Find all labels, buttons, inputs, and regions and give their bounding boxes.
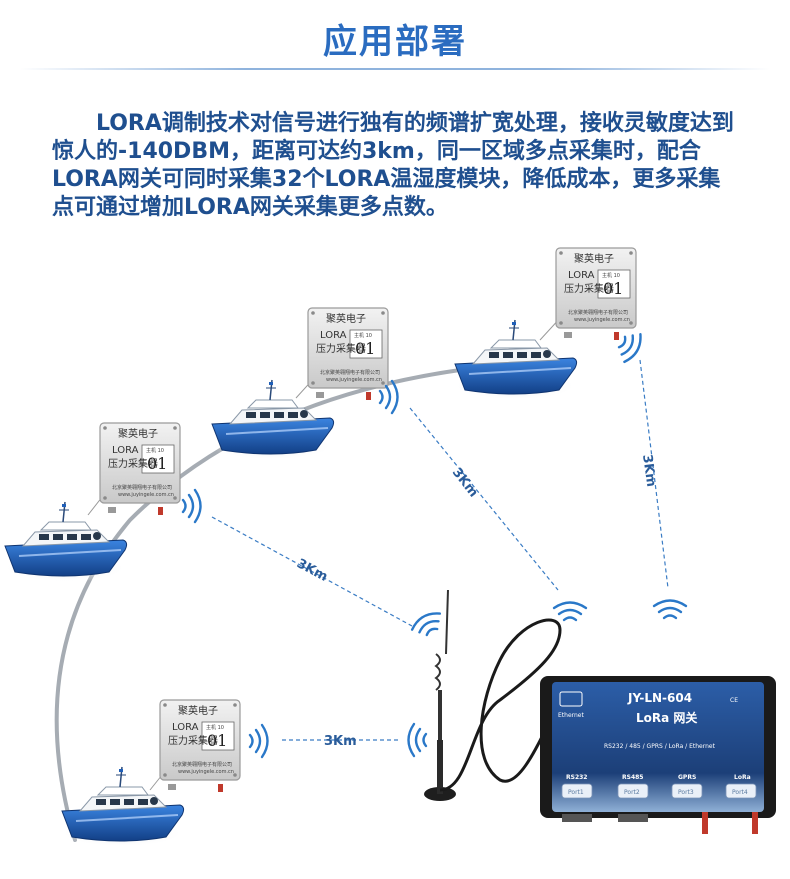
signal-waves-icon-8: [652, 599, 688, 620]
distance-label-4: 3Km: [324, 734, 357, 749]
sensor-id: 主机 10: [602, 272, 620, 279]
ship-icon-4: [452, 319, 578, 401]
sensor-module-4: 聚英电子 LORA 压力采集器 主机 10 01 北京聚英翱翔电子有限公司 ww…: [539, 247, 637, 341]
sensor-name: 压力采集器: [108, 457, 158, 470]
intro-paragraph: LORA调制技术对信号进行独有的频谱扩宽处理，接收灵敏度达到惊人的-140DBM…: [52, 110, 742, 222]
sensor-name: 压力采集器: [564, 282, 614, 295]
ship-icon-3: [209, 379, 335, 461]
signal-waves-icon-2: [181, 488, 202, 524]
distance-label-3: 3Km: [639, 453, 658, 487]
sensor-module-3: 聚英电子 LORA 压力采集器 主机 10 01 北京聚英翱翔电子有限公司 ww…: [295, 307, 389, 401]
sensor-id: 主机 10: [146, 447, 164, 454]
gateway-ethernet-label: Ethernet: [558, 712, 584, 719]
sensor-brand: 聚英电子: [574, 252, 614, 265]
gateway-port-box: Port1: [568, 789, 584, 796]
title-divider: [20, 68, 770, 70]
link-ship3: [409, 407, 559, 591]
gateway-port-box: Port4: [732, 789, 748, 796]
sensor-module-2: 聚英电子 LORA 压力采集器 主机 10 01 北京聚英翱翔电子有限公司 ww…: [87, 422, 181, 516]
sensor-id: 主机 10: [354, 332, 372, 339]
gateway-name: LoRa 网关: [636, 710, 697, 725]
sensor-name: 压力采集器: [168, 734, 218, 747]
sensor-model: LORA: [320, 330, 347, 341]
gateway-port-box: Port3: [678, 789, 694, 796]
sensor-brand: 聚英电子: [118, 427, 158, 440]
sensor-number: 01: [603, 279, 623, 298]
sensor-url: www.juyingele.com.cn: [118, 492, 174, 498]
gateway-port-label: LoRa: [734, 774, 751, 781]
sensor-module-1: 聚英电子 LORA 压力采集器 主机 10 01 北京聚英翱翔电子有限公司 ww…: [149, 699, 241, 793]
distance-label-1: 3Km: [294, 556, 330, 585]
intro-text: LORA调制技术对信号进行独有的频谱扩宽处理，接收灵敏度达到惊人的-140DBM…: [52, 111, 734, 220]
sensor-company: 北京聚英翱翔电子有限公司: [172, 761, 232, 768]
ship-route: [54, 368, 462, 842]
distance-label-2: 3Km: [449, 465, 481, 500]
gateway-port-3: GPRS Port3: [671, 774, 703, 799]
sensor-brand: 聚英电子: [326, 312, 366, 325]
signal-waves-icon-6: [408, 607, 448, 642]
sensor-url: www.juyingele.com.cn: [574, 317, 630, 323]
gateway-port-label: RS232: [566, 774, 587, 781]
sensor-company: 北京聚英翱翔电子有限公司: [320, 369, 380, 376]
gateway-port-1: RS232 Port1: [561, 774, 593, 799]
sensor-number: 01: [147, 454, 167, 473]
sensor-brand: 聚英电子: [178, 704, 218, 717]
gateway-port-label: GPRS: [678, 774, 696, 781]
antenna-icon: [424, 589, 562, 801]
sensor-name: 压力采集器: [316, 342, 366, 355]
gateway-port-4: LoRa Port4: [725, 774, 757, 799]
gateway-protocols: RS232 / 485 / GPRS / LoRa / Ethernet: [604, 743, 716, 750]
sensor-url: www.juyingele.com.cn: [178, 769, 234, 775]
sensor-model: LORA: [172, 722, 199, 733]
sensor-url: www.juyingele.com.cn: [326, 377, 382, 383]
signal-waves-icon-7: [552, 601, 588, 622]
link-ship2: [211, 516, 413, 627]
gateway-model: JY-LN-604: [627, 691, 692, 705]
sensor-company: 北京聚英翱翔电子有限公司: [112, 484, 172, 491]
signal-waves-icon-1: [248, 723, 269, 759]
sensor-model: LORA: [568, 270, 595, 281]
sensor-company: 北京聚英翱翔电子有限公司: [568, 309, 628, 316]
link-ship4: [639, 359, 669, 589]
wireless-links: [211, 359, 669, 741]
sensor-model: LORA: [112, 445, 139, 456]
gateway-ce-mark: CE: [730, 697, 738, 704]
gateway-port-label: RS485: [622, 774, 643, 781]
page-title: 应用部署: [323, 22, 467, 62]
sensor-id: 主机 10: [206, 724, 224, 731]
signal-waves-icon-5: [407, 722, 428, 758]
sensor-number: 01: [207, 731, 227, 750]
lora-gateway: Ethernet JY-LN-604 LoRa 网关 CE RS232 / 48…: [540, 676, 776, 834]
ship-icon-2: [2, 501, 128, 583]
gateway-port-box: Port2: [624, 789, 640, 796]
sensor-number: 01: [355, 339, 375, 358]
gateway-port-2: RS485 Port2: [617, 774, 649, 799]
